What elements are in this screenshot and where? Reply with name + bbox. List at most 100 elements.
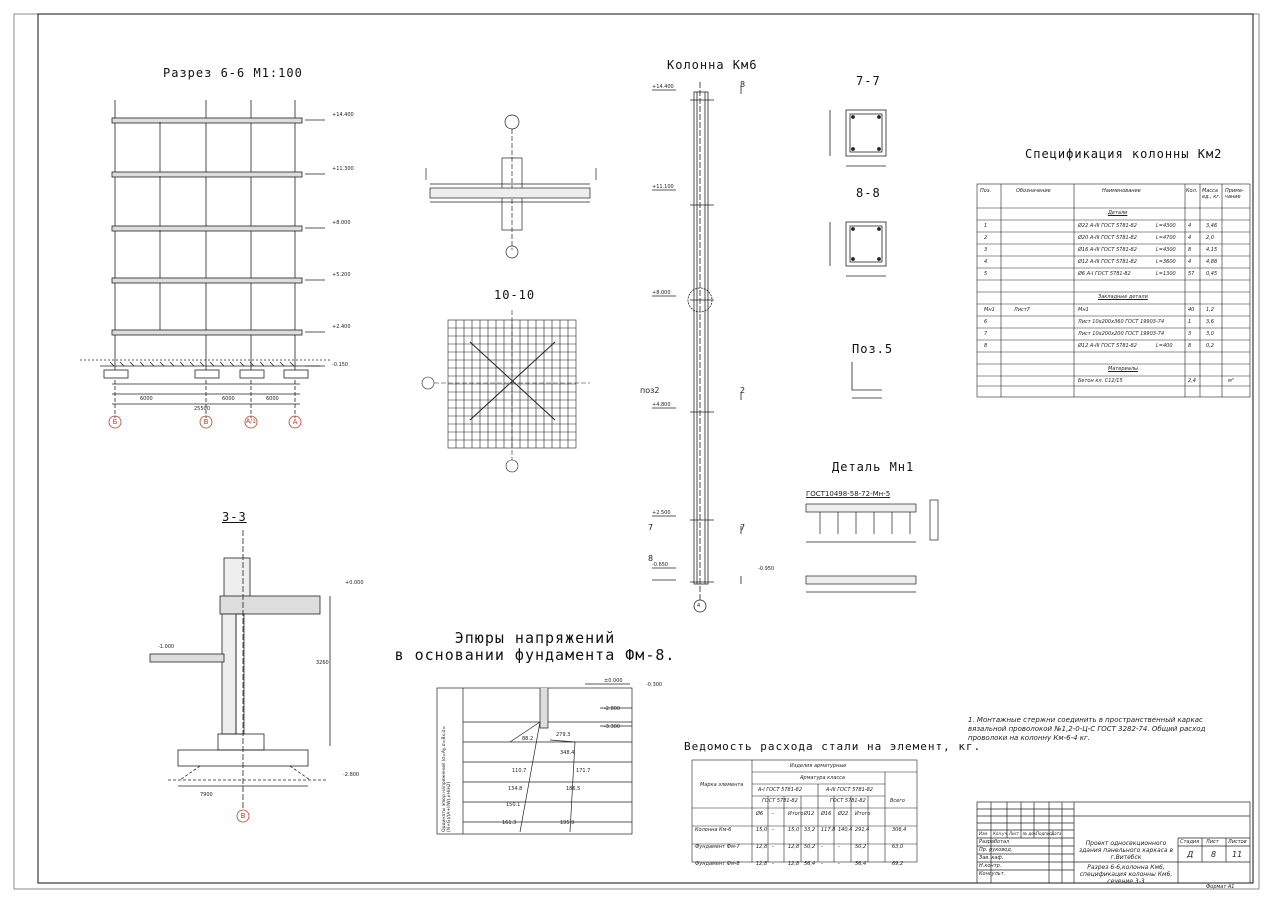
spec-name: Бетон кл. С12/15 bbox=[1078, 378, 1123, 384]
steel-table-grid bbox=[691, 759, 918, 863]
steel-cell: 15,0 bbox=[788, 827, 800, 833]
column-level: +14.400 bbox=[652, 84, 674, 90]
spec-length: L=4300 bbox=[1156, 223, 1176, 229]
dim-3-3: 7900 bbox=[200, 792, 213, 798]
steel-cell: 56,4 bbox=[855, 861, 867, 867]
pos5-title: Поз.5 bbox=[852, 342, 894, 356]
sheets-label: Листов bbox=[1228, 839, 1247, 845]
steel-col-header: Ø16 bbox=[821, 811, 832, 817]
inner-frame bbox=[37, 13, 1254, 884]
sheet-label: Лист bbox=[1206, 839, 1219, 845]
spec-pos: 1 bbox=[984, 223, 988, 229]
title-block-role: Разработал bbox=[979, 839, 1010, 845]
spec-qty: 4 bbox=[1188, 223, 1192, 229]
spec-mass: 0,2 bbox=[1206, 343, 1214, 349]
spec-pos: 7 bbox=[984, 331, 988, 337]
stage-value: Д bbox=[1187, 850, 1194, 859]
sheets-value: 11 bbox=[1232, 850, 1243, 859]
steel-col-header: Ø22 bbox=[838, 811, 849, 817]
spec-name: Ø16 A-III ГОСТ 5781-82 bbox=[1078, 247, 1137, 253]
section-6-6-drawing bbox=[80, 100, 330, 418]
level-label: +8.000 bbox=[332, 220, 351, 226]
steel-col-gost: ГОСТ 5781-82 bbox=[762, 798, 798, 804]
title-block-col: Изм. bbox=[979, 831, 989, 836]
steel-table-title: Ведомость расхода стали на элемент, кг. bbox=[684, 740, 982, 753]
stage-label: Стадия bbox=[1180, 839, 1200, 845]
pos-label: поз2 bbox=[640, 386, 660, 395]
spec-section: Закладные детали bbox=[1098, 294, 1148, 300]
spec-name: Ø22 A-III ГОСТ 5781-82 bbox=[1078, 223, 1137, 229]
cut-mark: 2 bbox=[740, 386, 746, 395]
section-3-3-drawing bbox=[149, 530, 331, 823]
spec-header-cell: Масса ед., кг. bbox=[1202, 188, 1221, 200]
level-3-3: -1.000 bbox=[158, 644, 175, 650]
dim-label: 6000 bbox=[222, 396, 235, 402]
section-7-7-drawing bbox=[829, 109, 887, 167]
spec-pos: 3 bbox=[984, 247, 988, 253]
detail-mn1-title: Деталь Мн1 bbox=[832, 460, 915, 474]
spec-name: Ø12 A-III ГОСТ 5781-82 bbox=[1078, 343, 1137, 349]
steel-col-group: A-I ГОСТ 5781-82 bbox=[758, 787, 803, 793]
node-detail-drawing bbox=[425, 114, 597, 259]
epure-right-value: 195.9 bbox=[560, 820, 575, 826]
steel-cell: 12,8 bbox=[756, 861, 768, 867]
axis-label-a: А bbox=[292, 418, 298, 426]
steel-cell: 56,4 bbox=[804, 861, 816, 867]
steel-cell: 33,2 bbox=[804, 827, 816, 833]
title-block-col: Лист bbox=[1009, 831, 1020, 836]
level-label: +5.200 bbox=[332, 272, 351, 278]
dim-label: 6000 bbox=[266, 396, 279, 402]
level-label: -0.150 bbox=[332, 362, 349, 368]
spec-header-cell: Наименование bbox=[1102, 188, 1141, 194]
title-block-role: Пр. руковод. bbox=[979, 847, 1013, 853]
steel-cell: - bbox=[838, 861, 840, 867]
epure-drawing bbox=[436, 683, 633, 835]
column-level: -0.650 bbox=[652, 562, 669, 568]
steel-col-header: Итого bbox=[855, 811, 871, 817]
spec-section: Материалы bbox=[1108, 366, 1138, 372]
spec-table-grid bbox=[976, 183, 1251, 398]
steel-row-header: Марка элемента bbox=[700, 782, 744, 788]
section-8-8-title: 8-8 bbox=[856, 186, 881, 200]
column-level: +8.000 bbox=[652, 290, 671, 296]
spec-qty: 8 bbox=[1188, 343, 1192, 349]
steel-cell: 117,8 bbox=[821, 827, 836, 833]
epure-level: -0.300 bbox=[646, 682, 663, 688]
steel-cell: - bbox=[821, 844, 823, 850]
spec-mass: 4,88 bbox=[1206, 259, 1218, 265]
spec-pos: 2 bbox=[984, 235, 988, 241]
sheet-format: Формат А1 bbox=[1206, 884, 1235, 890]
spec-mass: 3,6 bbox=[1206, 319, 1214, 325]
column-axis: 4 bbox=[697, 603, 701, 609]
spec-header-cell: Приме-чание bbox=[1225, 188, 1244, 200]
steel-total-header: Всего bbox=[890, 798, 905, 804]
spec-name: Лист 10x200x360 ГОСТ 19903-74 bbox=[1078, 319, 1165, 325]
general-note: 1. Монтажные стержни соединить в простра… bbox=[968, 716, 1206, 742]
steel-col-header: Ø12 bbox=[804, 811, 815, 817]
steel-cell: 63,0 bbox=[892, 844, 904, 850]
steel-row-name: Фундамент Фм-7 bbox=[695, 844, 740, 850]
column-level: -0.950 bbox=[758, 566, 775, 572]
section-8-8-drawing bbox=[829, 221, 887, 277]
level-label: +11.300 bbox=[332, 166, 354, 172]
epure-right-value: 348.4 bbox=[560, 750, 575, 756]
steel-cell: 15,0 bbox=[756, 827, 768, 833]
spec-note: м³ bbox=[1228, 378, 1234, 384]
spec-qty: 4 bbox=[1188, 235, 1192, 241]
steel-col-gost: ГОСТ 5781-82 bbox=[830, 798, 866, 804]
spec-mass: 2,0 bbox=[1206, 235, 1214, 241]
title-block-col: Подпись bbox=[1036, 831, 1054, 836]
steel-cell: - bbox=[838, 844, 840, 850]
spec-mass: 4,15 bbox=[1206, 247, 1218, 253]
spec-qty: 57 bbox=[1188, 271, 1195, 277]
column-level: +4.800 bbox=[652, 402, 671, 408]
epure-title-line2: в основании фундамента Фм-8. bbox=[394, 646, 676, 664]
title-block-col: Кол.уч. bbox=[993, 831, 1009, 836]
column-km6-title: Колонна Км6 bbox=[667, 58, 758, 72]
title-block-col: Дата bbox=[1051, 831, 1062, 836]
section-6-6-title: Разрез 6-6 М1:100 bbox=[163, 66, 303, 80]
steel-subheader: Арматура класса bbox=[800, 775, 845, 781]
pos5-drawing bbox=[851, 362, 882, 399]
epure-axis-label: Ординаты эпюр напряжений (σ=Ay,σ=Bx,σ=(N… bbox=[442, 725, 452, 832]
steel-cell: - bbox=[772, 861, 774, 867]
